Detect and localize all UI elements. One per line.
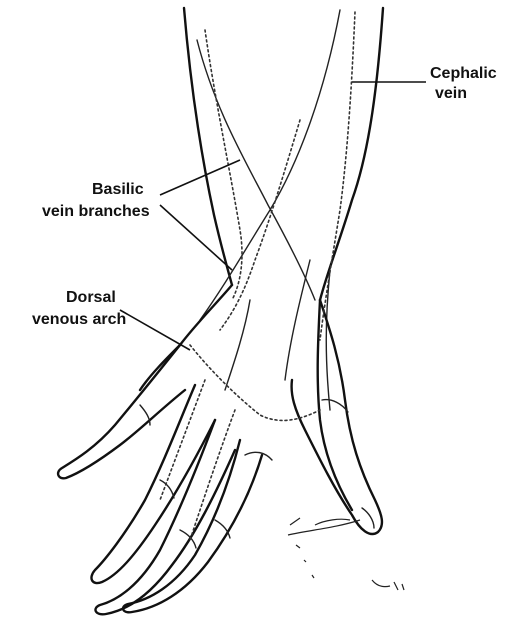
forearm-right-edge	[320, 8, 383, 300]
forearm-inner-line	[197, 40, 315, 300]
cephalic-label-line1: Cephalic	[430, 65, 497, 82]
labels: Cephalic vein Basilic vein branches Dors…	[32, 65, 497, 328]
signature-scrawl-3	[372, 580, 404, 590]
forearm-crossing-muscle	[200, 10, 340, 320]
dorsal-leader	[120, 310, 190, 350]
cephalic-label-line2: vein	[435, 85, 467, 102]
thumb-nail	[362, 508, 374, 528]
dorsal-arch-path	[190, 345, 320, 420]
index-knuckle	[245, 452, 272, 460]
dorsal-label-line2: venous arch	[32, 311, 126, 328]
index-finger-crease	[215, 520, 230, 538]
signature-scrawl-1	[288, 518, 360, 535]
little-finger-outline	[58, 345, 185, 478]
basilic-vein-branch-1	[205, 30, 242, 300]
hand-ulnar-edge	[140, 285, 232, 390]
index-finger-outline	[123, 440, 262, 612]
little-finger	[58, 345, 185, 478]
veins	[160, 12, 355, 540]
leader-lines	[120, 82, 426, 350]
cephalic-vein-path	[320, 12, 355, 340]
basilic-label-line2: vein branches	[42, 203, 150, 220]
signature-scrawl-2	[296, 545, 314, 578]
basilic-leader-lower	[160, 205, 232, 270]
tendon-line-1	[285, 260, 310, 380]
basilic-leader-upper	[160, 160, 240, 195]
artist-signature	[288, 518, 404, 590]
basilic-label-line1: Basilic	[92, 181, 144, 198]
tendon-line-3	[225, 300, 250, 390]
dorsal-label-line1: Dorsal	[66, 289, 116, 306]
